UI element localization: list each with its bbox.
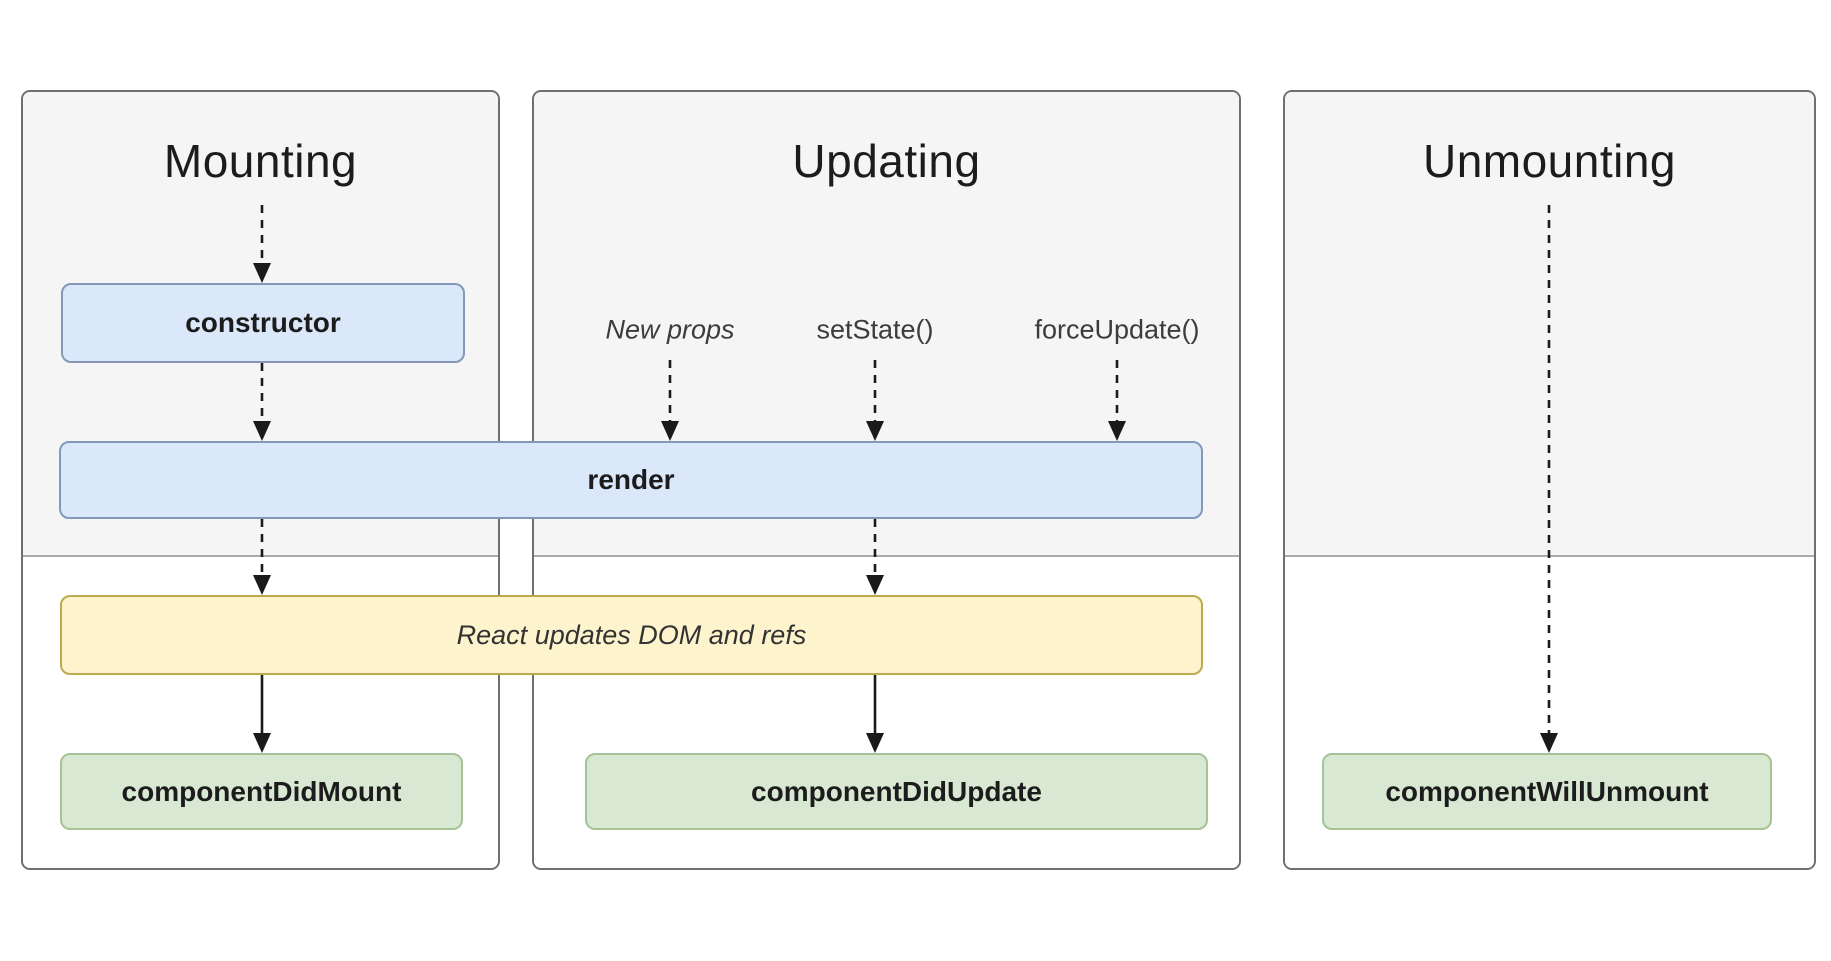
- set-state-label: setState(): [816, 314, 934, 345]
- unmounting-title: Unmounting: [1422, 135, 1677, 187]
- updating-title: Updating: [792, 135, 981, 187]
- component-will-unmount-box[interactable]: componentWillUnmount: [1322, 753, 1772, 830]
- new-props-label: New props: [605, 314, 735, 345]
- react-updates-dom-box: React updates DOM and refs: [60, 595, 1203, 675]
- force-update-label: forceUpdate(): [1034, 314, 1200, 345]
- constructor-box[interactable]: constructor: [61, 283, 465, 363]
- render-box[interactable]: render: [59, 441, 1203, 519]
- mounting-title: Mounting: [163, 135, 358, 187]
- component-did-update-box[interactable]: componentDidUpdate: [585, 753, 1208, 830]
- component-did-mount-box[interactable]: componentDidMount: [60, 753, 463, 830]
